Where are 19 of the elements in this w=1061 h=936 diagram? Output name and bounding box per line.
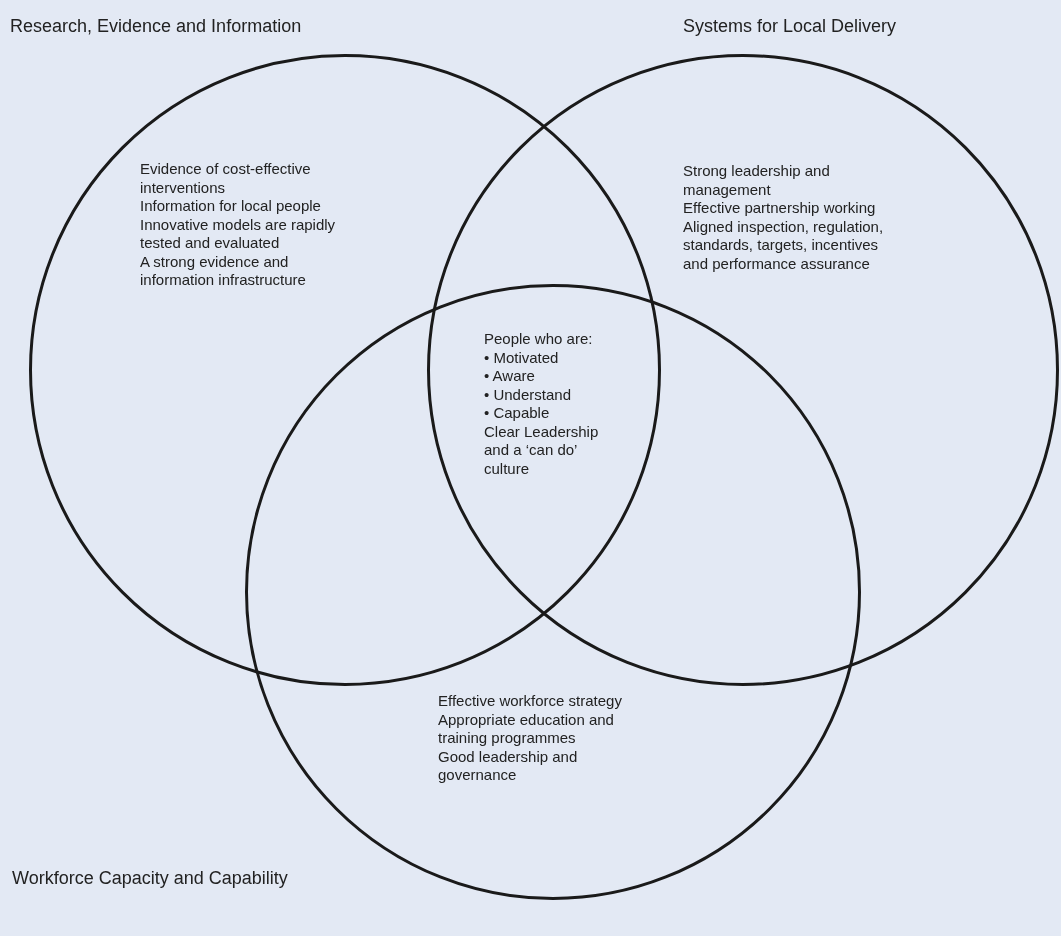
list-item: Good leadership and governance <box>438 747 579 785</box>
overlap-text: • Aware <box>484 367 536 386</box>
list-item: Appropriate education and training programmes <box>438 710 615 748</box>
overlap-text: • Motivated <box>484 348 560 367</box>
list-item: A strong evidence and information infrastructure <box>140 252 307 290</box>
list-item: Innovative models are rapidly tested and evaluated <box>140 215 337 253</box>
overlap-text: People who are: <box>484 330 594 349</box>
list-item: Evidence of cost-effective interventions <box>140 160 312 197</box>
overlap-text: Clear Leadership and a ‘can do’ culture <box>484 422 600 478</box>
circle-heading: Workforce Capacity and Capability <box>12 868 288 889</box>
list-item: Strong leadership and management <box>683 162 831 199</box>
overlap-text: • Understand <box>484 385 572 404</box>
circle-heading: Systems for Local Delivery <box>683 16 897 37</box>
list-item: Effective workforce strategy <box>438 692 623 711</box>
list-item: Information for local people <box>140 197 322 216</box>
circle-heading: Research, Evidence and Information <box>10 16 302 37</box>
list-item: Aligned inspection, regulation, standards, targets, incentives and performance assurance <box>683 217 885 273</box>
list-item: Effective partnership working <box>683 199 877 218</box>
overlap-text: • Capable <box>484 404 551 423</box>
